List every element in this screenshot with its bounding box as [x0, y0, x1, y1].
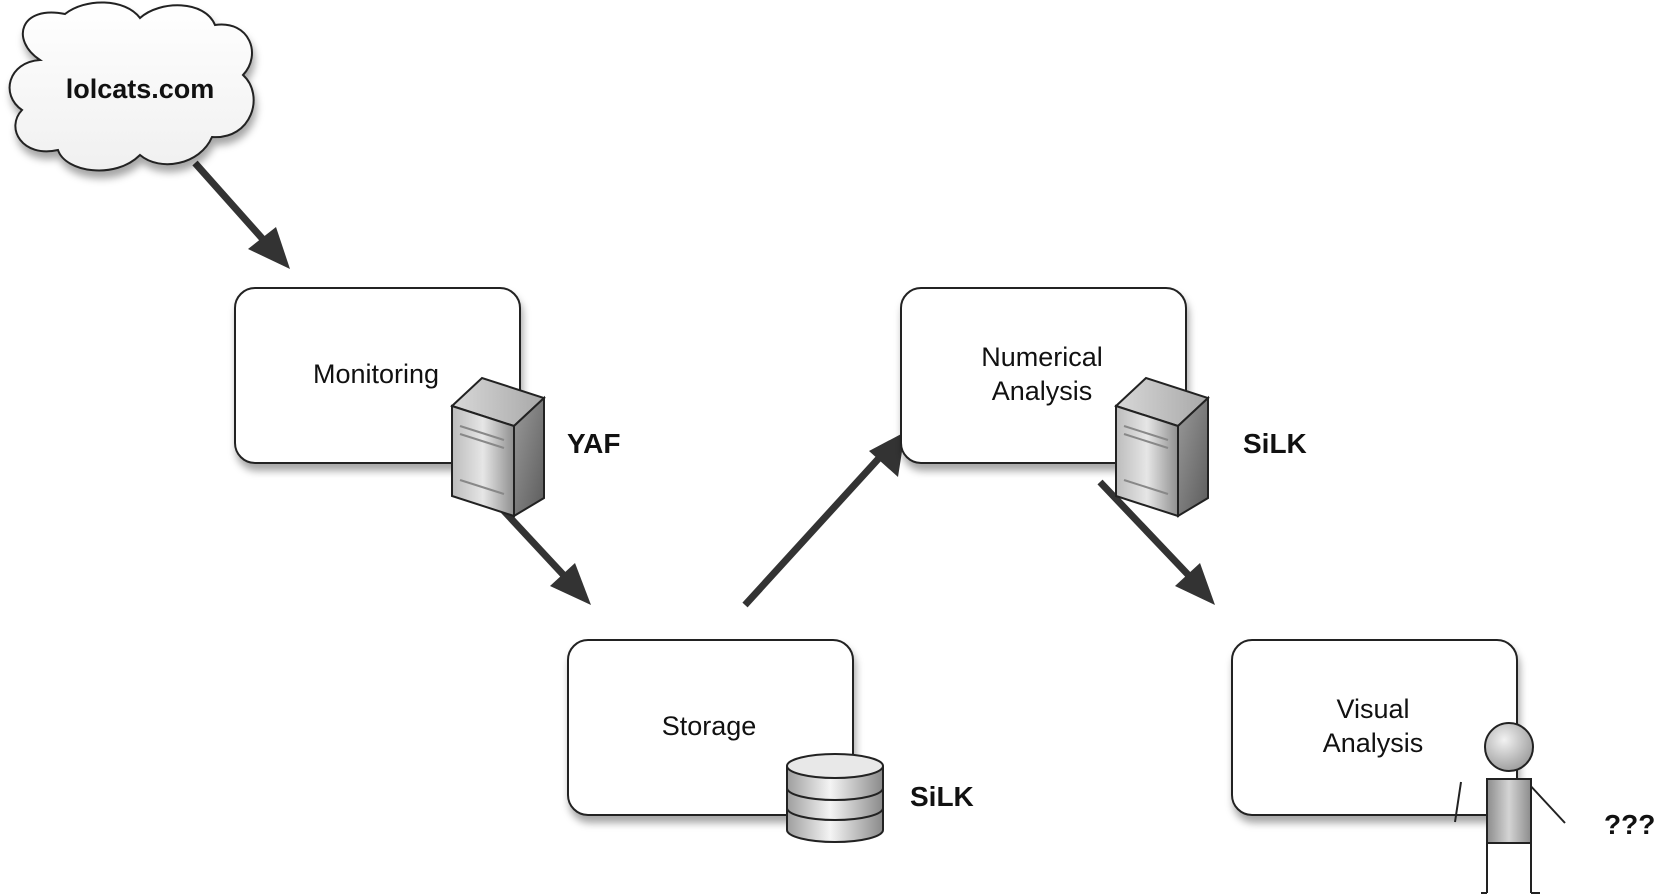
- server-icon: [450, 376, 546, 518]
- storage-box: [567, 639, 854, 816]
- cloud-shape: [8, 1, 255, 172]
- numerical-analysis-label-line1: Numerical: [981, 342, 1103, 372]
- cloud-label: lolcats.com: [66, 74, 215, 104]
- arrow-storage-to-numerical: [742, 432, 905, 608]
- cloud-node: lolcats.com: [8, 1, 255, 172]
- server-icon: [1114, 376, 1210, 518]
- monitoring-label: Monitoring: [313, 359, 439, 389]
- numerical-analysis-label-line2: Analysis: [992, 376, 1093, 406]
- monitoring-node: Monitoring: [234, 287, 521, 464]
- storage-label: Storage: [662, 711, 757, 741]
- numerical-tool-label: SiLK: [1243, 428, 1307, 459]
- visual-analysis-label-line2: Analysis: [1323, 728, 1424, 758]
- numerical-analysis-node: Numerical Analysis: [900, 287, 1187, 464]
- visual-analysis-node: Visual Analysis: [1231, 639, 1518, 816]
- visual-tool-label: ???: [1604, 809, 1655, 840]
- arrow-numerical-to-visual: [1097, 479, 1215, 605]
- storage-tool-label: SiLK: [910, 781, 974, 812]
- visual-analysis-label-line1: Visual: [1336, 694, 1409, 724]
- person-icon: [1454, 722, 1566, 894]
- database-icon: [786, 753, 884, 843]
- arrow-cloud-to-monitoring: [192, 160, 290, 269]
- monitoring-tool-label: YAF: [567, 428, 620, 459]
- numerical-analysis-box: [900, 287, 1187, 464]
- storage-node: Storage: [567, 639, 854, 816]
- monitoring-box: [234, 287, 521, 464]
